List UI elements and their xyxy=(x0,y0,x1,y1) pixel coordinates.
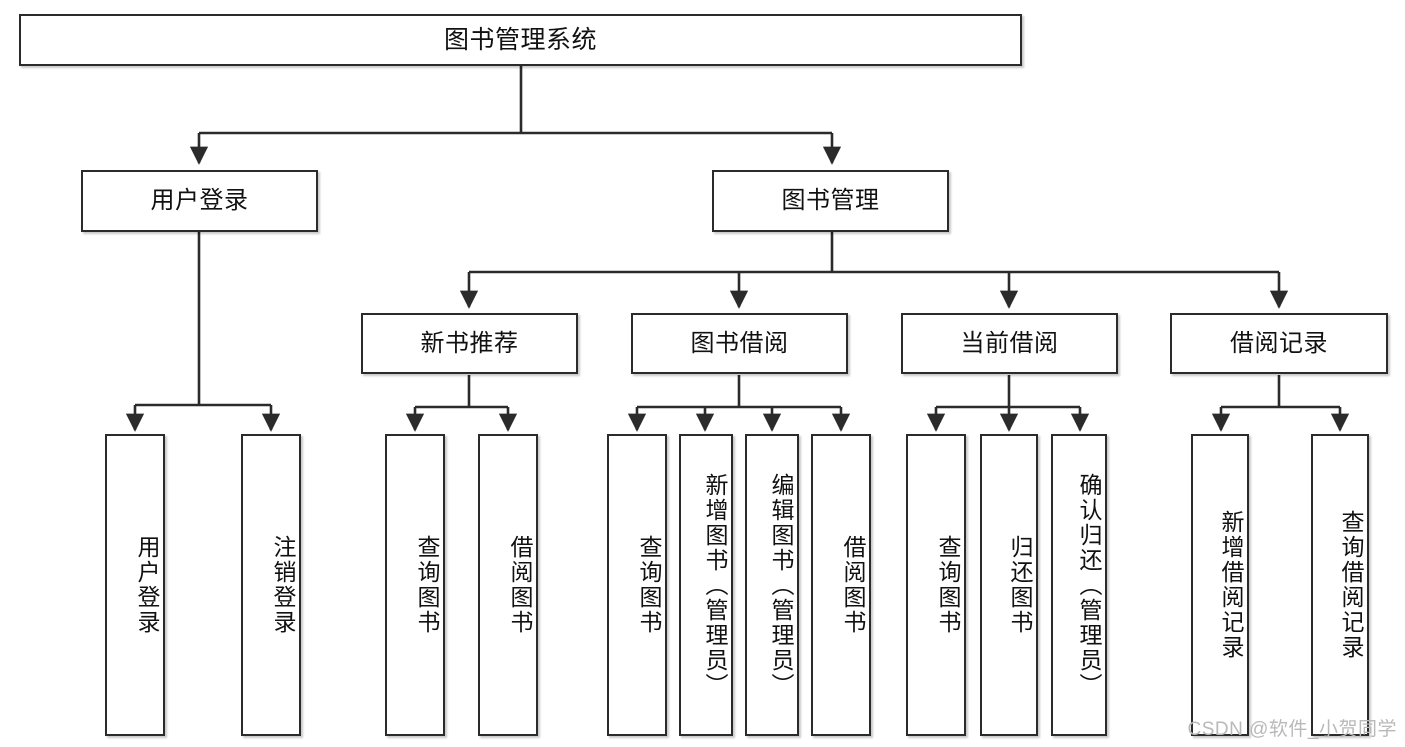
leaf-current-return-book[interactable]: 归还图书 xyxy=(980,434,1038,736)
node-label: 确认归还（管理员） xyxy=(1076,472,1102,698)
node-borrow-record[interactable]: 借阅记录 xyxy=(1170,313,1388,374)
leaf-user-login-login[interactable]: 用户登录 xyxy=(105,434,165,736)
node-label: 借阅图书 xyxy=(840,535,866,635)
node-label: 图书借阅 xyxy=(690,329,789,357)
node-label: 查询图书 xyxy=(935,535,961,635)
node-label: 用户登录 xyxy=(150,187,249,215)
leaf-record-add-borrow-record[interactable]: 新增借阅记录 xyxy=(1191,434,1249,736)
leaf-borrow-query-book[interactable]: 查询图书 xyxy=(607,434,667,736)
node-label: 注销登录 xyxy=(270,535,296,635)
node-book-borrow[interactable]: 图书借阅 xyxy=(631,313,848,374)
node-label: 新增借阅记录 xyxy=(1218,510,1244,660)
leaf-record-query-borrow-record[interactable]: 查询借阅记录 xyxy=(1311,434,1369,736)
node-label: 查询借阅记录 xyxy=(1338,510,1364,660)
leaf-recommend-borrow-book[interactable]: 借阅图书 xyxy=(478,434,538,736)
node-label: 用户登录 xyxy=(134,535,160,635)
node-label: 当前借阅 xyxy=(960,329,1059,357)
node-label: 新书推荐 xyxy=(420,329,519,357)
leaf-borrow-edit-book-admin[interactable]: 编辑图书（管理员） xyxy=(745,434,799,736)
node-label: 借阅记录 xyxy=(1230,329,1328,357)
leaf-user-login-logout[interactable]: 注销登录 xyxy=(241,434,301,736)
node-label: 查询图书 xyxy=(414,535,440,635)
watermark-text: CSDN @软件_小贺同学 xyxy=(1187,719,1397,740)
node-label: 归还图书 xyxy=(1007,535,1033,635)
node-label: 图书管理 xyxy=(781,187,880,215)
node-current-borrow[interactable]: 当前借阅 xyxy=(901,313,1118,374)
node-new-book-recommend[interactable]: 新书推荐 xyxy=(361,313,578,374)
leaf-current-confirm-return-admin[interactable]: 确认归还（管理员） xyxy=(1051,434,1107,736)
leaf-current-query-book[interactable]: 查询图书 xyxy=(906,434,966,736)
node-label: 借阅图书 xyxy=(507,535,533,635)
node-label: 图书管理系统 xyxy=(443,25,597,54)
leaf-borrow-add-book-admin[interactable]: 新增图书（管理员） xyxy=(679,434,733,736)
node-user-login[interactable]: 用户登录 xyxy=(81,170,318,232)
node-book-management[interactable]: 图书管理 xyxy=(712,170,949,232)
node-label: 编辑图书（管理员） xyxy=(768,472,794,698)
leaf-borrow-borrow-book[interactable]: 借阅图书 xyxy=(811,434,871,736)
node-root-book-management-system[interactable]: 图书管理系统 xyxy=(19,14,1022,66)
node-label: 查询图书 xyxy=(636,535,662,635)
leaf-recommend-query-book[interactable]: 查询图书 xyxy=(385,434,445,736)
node-label: 新增图书（管理员） xyxy=(702,472,728,698)
